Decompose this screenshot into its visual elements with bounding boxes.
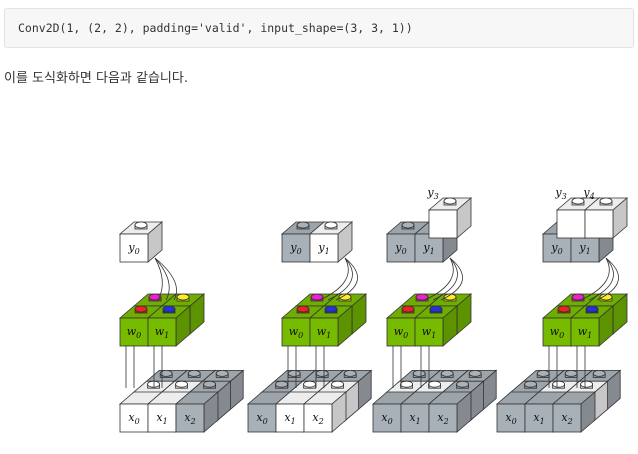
connector-curve (154, 257, 177, 301)
output-stud (324, 221, 338, 229)
input-label-x0: x0 (128, 411, 139, 426)
input-label-x0: x0 (505, 411, 516, 426)
filter-stud (443, 293, 457, 301)
filter-label-w0: w0 (394, 325, 409, 340)
input-stud (303, 380, 317, 388)
input-stud (287, 369, 301, 377)
filter-label-w0: w0 (127, 325, 142, 340)
filter-stud (176, 293, 190, 301)
output-top-label-y3: y3 (554, 186, 566, 201)
filter-stud (429, 305, 443, 313)
filter-stud (162, 305, 176, 313)
input-stud (536, 369, 550, 377)
connector-curve (319, 257, 349, 301)
filter-label-w1: w1 (317, 325, 332, 340)
filter-block (569, 305, 615, 347)
connector-curve (424, 257, 454, 301)
input-stud (580, 380, 593, 388)
connector-curve (596, 257, 619, 301)
filter-label-w1: w1 (422, 325, 437, 340)
input-stud (400, 380, 414, 388)
output-label-y0: y0 (289, 241, 301, 256)
connector-curve (432, 257, 458, 301)
input-label-x1: x1 (284, 411, 295, 426)
output-top-stud (443, 197, 457, 205)
filter-stud (296, 305, 310, 313)
filter-label-w1: w1 (155, 325, 170, 340)
filter-stud (401, 305, 415, 313)
connector-curve (154, 257, 170, 301)
input-label-x2: x2 (437, 411, 448, 426)
input-stud (343, 369, 357, 377)
filter-block (146, 305, 192, 347)
connector-curve (154, 257, 163, 301)
input-label-x2: x2 (184, 411, 195, 426)
input-stud (275, 380, 289, 388)
output-label-y1: y1 (317, 241, 329, 256)
input-stud (592, 369, 606, 377)
input-label-x1: x1 (156, 411, 167, 426)
filter-stud (571, 293, 585, 301)
output-label-y1: y1 (422, 241, 434, 256)
output-top-block (583, 197, 629, 239)
filter-label-w0: w0 (289, 325, 304, 340)
output-label-y1: y1 (578, 241, 590, 256)
input-block (174, 391, 220, 433)
filter-stud (148, 293, 162, 301)
filter-label-w0: w0 (550, 325, 565, 340)
output-top-stud (599, 197, 613, 205)
input-label-x0: x0 (381, 411, 392, 426)
output-top-label-y4: y4 (582, 186, 594, 201)
output-stud (296, 221, 310, 229)
filter-stud (585, 305, 599, 313)
input-stud (552, 380, 565, 388)
input-label-x1: x1 (409, 411, 420, 426)
paragraph: 이를 도식화하면 다음과 같습니다. (4, 71, 188, 86)
connector-curve (580, 257, 610, 301)
input-stud (468, 369, 482, 377)
input-stud (203, 380, 217, 388)
code-block: Conv2D(1, (2, 2), padding='valid', input… (4, 8, 634, 48)
input-stud (564, 369, 578, 377)
input-block (302, 391, 348, 433)
input-block (427, 391, 473, 433)
connector-curve (440, 257, 463, 301)
input-label-x2: x2 (312, 411, 323, 426)
filter-stud (557, 305, 571, 313)
input-label-x1: x1 (533, 411, 544, 426)
output-label-y0: y0 (550, 241, 562, 256)
input-label-x0: x0 (256, 411, 267, 426)
input-stud (215, 369, 229, 377)
input-stud (187, 369, 201, 377)
output-label-y0: y0 (127, 241, 139, 256)
filter-label-w1: w1 (578, 325, 593, 340)
input-stud (331, 380, 345, 388)
output-label-y0: y0 (394, 241, 406, 256)
input-label-x2: x2 (561, 411, 572, 426)
connector-curve (588, 257, 614, 301)
filter-stud (415, 293, 429, 301)
filter-stud (338, 293, 352, 301)
filter-stud (599, 293, 613, 301)
filter-stud (134, 305, 148, 313)
input-stud (175, 380, 189, 388)
input-stud (315, 369, 329, 377)
connector-curve (335, 257, 358, 301)
filter-stud (324, 305, 338, 313)
input-stud (440, 369, 454, 377)
output-top-label-y3: y3 (426, 186, 438, 201)
input-block (551, 391, 597, 433)
code-text: Conv2D(1, (2, 2), padding='valid', input… (18, 21, 413, 35)
connector-curve (327, 257, 353, 301)
filter-stud (310, 293, 324, 301)
input-stud (456, 380, 470, 388)
output-top-stud (571, 197, 585, 205)
output-stud (401, 221, 415, 229)
input-stud (428, 380, 442, 388)
output-stud (134, 221, 148, 229)
input-stud (412, 369, 426, 377)
input-stud (524, 380, 537, 388)
input-stud (159, 369, 173, 377)
